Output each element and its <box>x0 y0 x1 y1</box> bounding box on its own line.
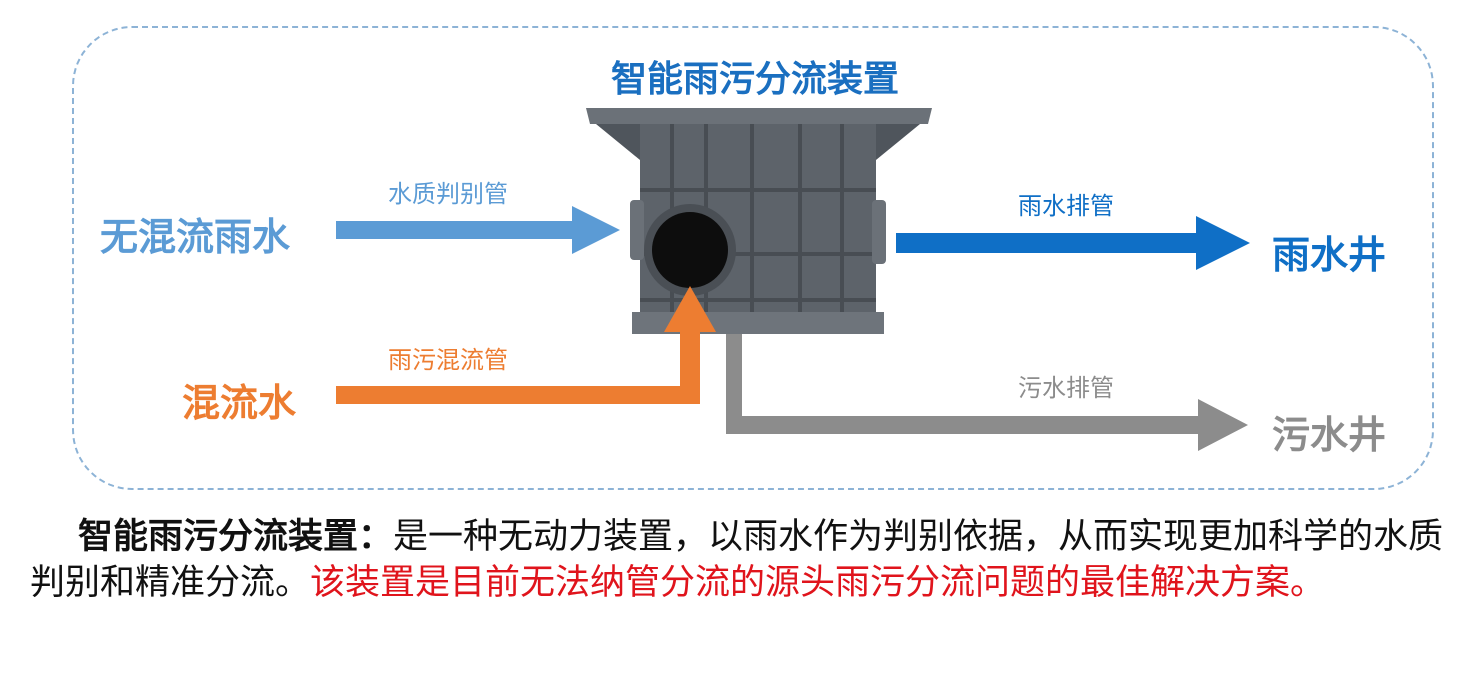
sewage-discharge-pipe-label: 污水排管 <box>1018 374 1114 402</box>
diagram-frame <box>72 26 1434 490</box>
sewage-well-label: 污水井 <box>1272 413 1387 457</box>
device-title: 智能雨污分流装置 <box>610 59 899 100</box>
description-body: 是一种无动力装置，以雨水作为判别依据，从而实现更加科学的水质判别和精准分流。 <box>30 517 1444 603</box>
description-lead: 智能雨污分流装置： <box>78 517 394 557</box>
mixed-pipe-label: 雨污混流管 <box>388 346 508 374</box>
clean-rain-label: 无混流雨水 <box>100 215 291 259</box>
rain-discharge-arrow <box>896 216 1250 270</box>
description-highlight: 该装置是目前无法纳管分流的源头雨污分流问题的最佳解决方案。 <box>310 563 1326 603</box>
mixed-flow-arrow <box>336 286 716 404</box>
clean-rain-arrow <box>336 206 620 254</box>
description-paragraph: 智能雨污分流装置：是一种无动力装置，以雨水作为判别依据，从而实现更加科学的水质判… <box>30 514 1450 606</box>
rain-discharge-pipe-label: 雨水排管 <box>1018 192 1114 220</box>
rain-well-label: 雨水井 <box>1272 233 1387 277</box>
sewage-discharge-arrow <box>726 334 1248 451</box>
water-quality-pipe-label: 水质判别管 <box>388 180 508 208</box>
mixed-water-label: 混流水 <box>182 381 297 425</box>
rainwater-diverter-device <box>586 108 932 334</box>
